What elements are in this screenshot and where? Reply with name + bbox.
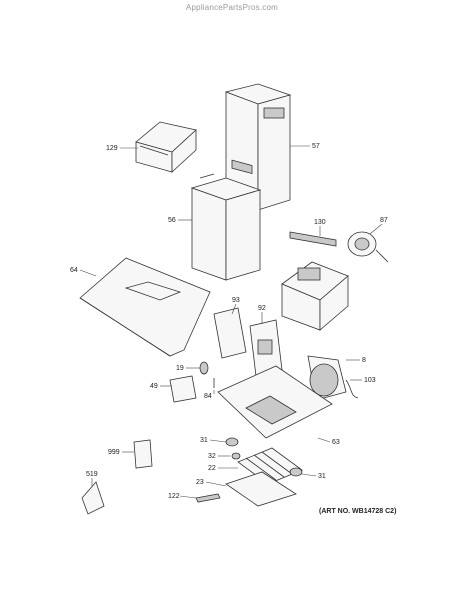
part-129-box: [135, 121, 197, 173]
part-49-keypad: [169, 375, 197, 403]
label-93: 93: [232, 297, 240, 304]
label-23: 23: [196, 479, 204, 486]
part-130-bracket: [289, 231, 337, 247]
label-57: 57: [312, 143, 320, 150]
part-31-socket-left: [225, 437, 239, 447]
label-31-right: 31: [318, 473, 326, 480]
part-32-bulb: [231, 452, 241, 460]
label-92: 92: [258, 305, 266, 312]
part-31-socket-right: [289, 467, 303, 477]
label-87: 87: [380, 217, 388, 224]
label-84: 84: [204, 393, 212, 400]
part-22-grease-filter: [237, 447, 303, 485]
label-32: 32: [208, 453, 216, 460]
part-103-wire: [345, 379, 359, 399]
label-129: 129: [106, 145, 118, 152]
leader-64: [79, 269, 97, 277]
blower-housing: [281, 261, 349, 331]
label-8: 8: [362, 357, 366, 364]
part-23-filter-frame: [225, 471, 297, 507]
label-49: 49: [150, 383, 158, 390]
part-64-glass-canopy: [79, 257, 211, 357]
label-31-left: 31: [200, 437, 208, 444]
part-999-literature: [133, 439, 153, 469]
art-number: (ART NO. WB14728 C2): [319, 508, 397, 515]
leader-63: [317, 437, 331, 443]
leader-93: [231, 303, 237, 315]
label-56: 56: [168, 217, 176, 224]
label-122: 122: [168, 493, 180, 500]
label-103: 103: [364, 377, 376, 384]
part-8-blower-motor: [307, 355, 347, 401]
label-519: 519: [86, 471, 98, 478]
part-519-hardware: [81, 481, 105, 515]
label-64: 64: [70, 267, 78, 274]
part-93-plate: [213, 307, 247, 359]
part-122-rod: [195, 493, 221, 503]
part-63-hood-body: [217, 365, 333, 439]
label-130: 130: [314, 219, 326, 226]
label-19: 19: [176, 365, 184, 372]
watermark: AppliancePartsPros.com: [186, 3, 278, 12]
leader-31a: [209, 439, 227, 443]
leader-122: [179, 495, 197, 499]
label-999: 999: [108, 449, 120, 456]
label-63: 63: [332, 439, 340, 446]
part-19-knob: [199, 361, 209, 375]
leader-31b: [301, 473, 317, 477]
label-22: 22: [208, 465, 216, 472]
part-87-light: [347, 231, 389, 263]
leader-23: [205, 481, 227, 487]
part-56-lower-chimney: [190, 173, 262, 281]
leader-87: [369, 223, 383, 235]
